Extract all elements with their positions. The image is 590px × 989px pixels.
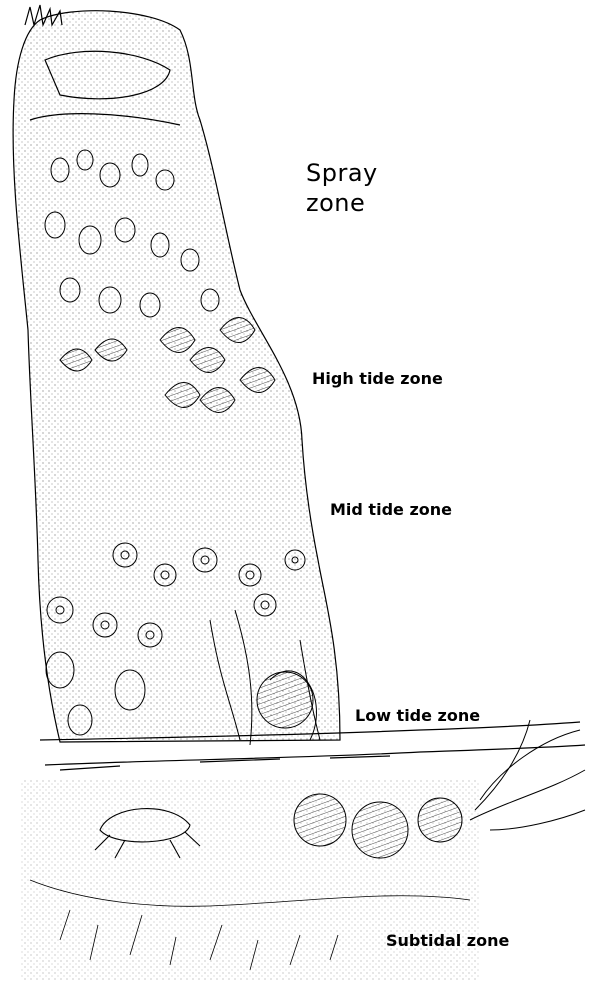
spray-zone-label-line2: zone [306, 188, 378, 218]
rock-column [13, 5, 340, 742]
mid-tide-zone-label: Mid tide zone [330, 500, 452, 519]
sea-urchin [257, 672, 313, 728]
high-tide-zone-label: High tide zone [312, 369, 443, 388]
subtidal-kelp [470, 720, 585, 830]
spray-zone-label: Spray zone [306, 158, 378, 218]
spray-zone-label-line1: Spray [306, 158, 378, 188]
subtidal-zone-label: Subtidal zone [386, 931, 509, 950]
sea-floor [20, 780, 480, 980]
low-tide-zone-label: Low tide zone [355, 706, 480, 725]
